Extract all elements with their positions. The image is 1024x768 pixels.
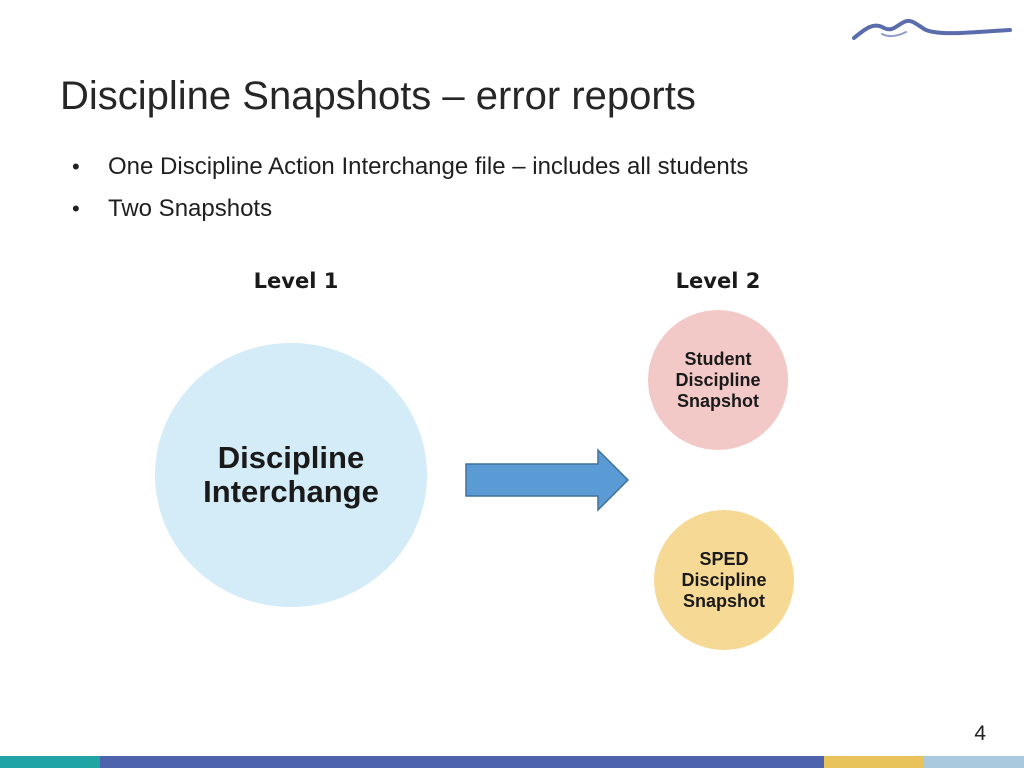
slide-title: Discipline Snapshots – error reports: [60, 74, 696, 118]
student-discipline-snapshot-circle: Student Discipline Snapshot: [648, 310, 788, 450]
mountain-logo-icon: [852, 19, 1012, 40]
footer-segment-teal: [0, 756, 100, 768]
sped-discipline-snapshot-circle: SPED Discipline Snapshot: [654, 510, 794, 650]
level-1-label: Level 1: [253, 269, 339, 293]
footer-segment-gold: [824, 756, 924, 768]
bullet-list: • One Discipline Action Interchange file…: [70, 146, 748, 230]
footer-color-bar: [0, 756, 1024, 768]
footer-segment-lightblue: [924, 756, 1024, 768]
bullet-text: Two Snapshots: [108, 195, 273, 222]
bullet-marker: •: [72, 196, 80, 221]
discipline-interchange-circle: Discipline Interchange: [155, 343, 427, 607]
right-arrow-icon: [465, 448, 630, 512]
bullet-text: One Discipline Action Interchange file –…: [108, 153, 749, 180]
bullet-item: • One Discipline Action Interchange file…: [70, 146, 748, 188]
bullet-item: • Two Snapshots: [70, 188, 748, 230]
footer-segment-blue: [100, 756, 824, 768]
discipline-interchange-label: Discipline Interchange: [203, 440, 379, 509]
sped-discipline-snapshot-label: SPED Discipline Snapshot: [681, 548, 767, 611]
student-discipline-snapshot-label: Student Discipline Snapshot: [675, 348, 761, 411]
level-2-label: Level 2: [675, 269, 761, 293]
page-number: 4: [974, 722, 986, 745]
bullet-marker: •: [72, 154, 80, 179]
